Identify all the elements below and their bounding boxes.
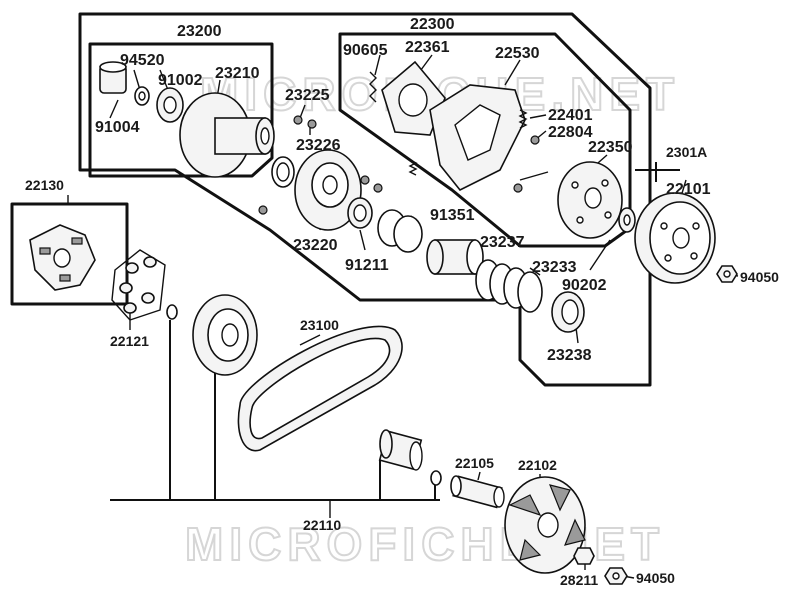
part-circlip-left xyxy=(166,304,178,320)
part-23233-spring xyxy=(475,259,543,313)
label-22121: 22121 xyxy=(110,333,149,349)
part-91351-orings xyxy=(377,209,423,253)
part-94520-circlip xyxy=(134,86,150,106)
part-90605-spring xyxy=(369,71,377,103)
subframe-22300 xyxy=(338,32,632,248)
part-22350-clutch-plate xyxy=(557,161,623,239)
part-bushing xyxy=(378,429,423,471)
part-23210-pulley xyxy=(179,92,275,178)
part-23237-collar xyxy=(426,239,484,275)
label-90202: 90202 xyxy=(562,277,607,294)
part-90202-washer xyxy=(618,207,636,233)
label-23226: 23226 xyxy=(296,137,341,154)
label-22804: 22804 xyxy=(548,124,593,141)
label-22361: 22361 xyxy=(405,39,450,56)
label-94050-top: 94050 xyxy=(740,269,779,285)
label-22401: 22401 xyxy=(548,107,593,124)
part-22804-pin xyxy=(513,135,549,193)
label-23210: 23210 xyxy=(215,65,260,82)
part-23238-cap xyxy=(551,291,585,333)
label-23225: 23225 xyxy=(285,87,330,104)
subframe-23200 xyxy=(88,42,274,178)
label-91004: 91004 xyxy=(95,119,140,136)
label-23200: 23200 xyxy=(177,23,222,40)
label-91351: 91351 xyxy=(430,207,475,224)
part-94050-nut-top xyxy=(716,265,738,283)
part-23225-pins xyxy=(293,115,317,129)
part-22105-spacer xyxy=(450,475,505,509)
label-22350: 22350 xyxy=(588,139,633,156)
part-23100-belt xyxy=(237,325,403,452)
part-22361-plate xyxy=(381,60,446,136)
label-2301A: 2301A xyxy=(666,144,707,160)
label-22102: 22102 xyxy=(518,457,557,473)
label-90605: 90605 xyxy=(343,42,388,59)
assembly-frame xyxy=(78,12,652,387)
part-91211-seal xyxy=(347,197,373,229)
part-22401-spring xyxy=(408,109,528,176)
part-22121-rollers xyxy=(111,249,166,321)
part-driven-pulley xyxy=(192,294,258,376)
label-23237: 23237 xyxy=(480,234,525,251)
label-22105: 22105 xyxy=(455,455,494,471)
frame-22130 xyxy=(10,202,129,306)
part-22530-clutch-shoe xyxy=(429,84,526,192)
label-23100: 23100 xyxy=(300,317,339,333)
label-22530: 22530 xyxy=(495,45,540,62)
watermark-bottom: MICROFICHE.NET xyxy=(185,518,665,570)
part-28211-washer xyxy=(573,547,595,565)
part-23226-oring xyxy=(271,156,295,188)
part-91004-collar xyxy=(99,61,127,94)
part-22102-fan xyxy=(504,476,586,574)
part-circlip-bottom xyxy=(430,470,442,486)
label-23238: 23238 xyxy=(547,347,592,364)
part-23220-drive-face xyxy=(258,149,383,231)
part-22130-ramp-plate xyxy=(29,224,96,291)
part-94050-nut-bottom xyxy=(604,567,628,585)
label-22110: 22110 xyxy=(303,517,341,533)
label-94050-bottom: 94050 xyxy=(636,570,675,586)
label-22130: 22130 xyxy=(25,177,64,193)
label-28211: 28211 xyxy=(560,572,598,588)
label-23233: 23233 xyxy=(532,259,577,276)
label-22101: 22101 xyxy=(666,181,711,198)
part-91002-bearing xyxy=(156,87,184,123)
label-22300: 22300 xyxy=(410,16,455,33)
part-22101-clutch-bell xyxy=(634,192,716,284)
label-94520: 94520 xyxy=(120,52,165,69)
label-91211: 91211 xyxy=(345,257,389,274)
label-91002: 91002 xyxy=(158,72,203,89)
label-23220: 23220 xyxy=(293,237,338,254)
